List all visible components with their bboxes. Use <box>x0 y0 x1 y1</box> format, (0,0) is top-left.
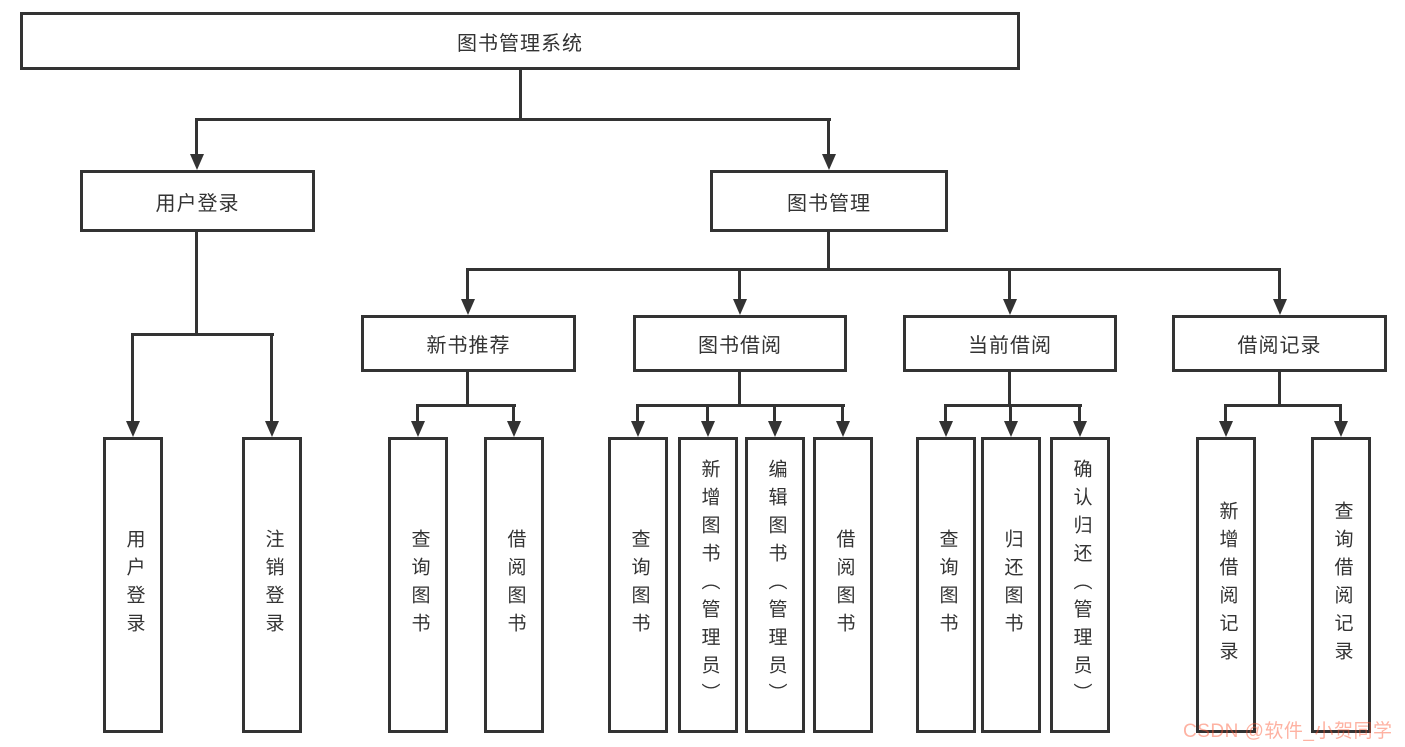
node-new-book-recommend-label: 新书推荐 <box>426 335 511 357</box>
leaf-query-borrow-record-label: 查询借阅记录 <box>1331 501 1353 669</box>
arrow-down-icon <box>822 154 836 170</box>
leaf-confirm-return-admin-label: 确认归还（管理员） <box>1070 459 1092 711</box>
node-new-book-recommend: 新书推荐 <box>361 315 576 372</box>
node-root-label: 图书管理系统 <box>457 32 583 55</box>
connector-line <box>636 404 639 423</box>
arrow-down-icon <box>701 421 715 437</box>
watermark: CSDN @软件_小贺同学 <box>1183 721 1393 742</box>
connector-line <box>416 404 419 423</box>
node-current-borrow: 当前借阅 <box>903 315 1117 372</box>
leaf-borrow-books-recommend: 借阅图书 <box>484 437 544 733</box>
connector-line <box>773 404 776 423</box>
arrow-down-icon <box>836 421 850 437</box>
arrow-down-icon <box>126 421 140 437</box>
node-user-login: 用户登录 <box>80 170 315 232</box>
arrow-down-icon <box>733 299 747 315</box>
connector-line <box>1224 404 1342 407</box>
arrow-down-icon <box>1273 299 1287 315</box>
connector-line <box>196 118 831 121</box>
leaf-add-book-admin: 新增图书（管理员） <box>678 437 738 733</box>
arrow-down-icon <box>631 421 645 437</box>
arrow-down-icon <box>461 299 475 315</box>
leaf-user-login-label: 用户登录 <box>123 529 145 641</box>
arrow-down-icon <box>1003 299 1017 315</box>
leaf-add-borrow-record: 新增借阅记录 <box>1196 437 1256 733</box>
leaf-query-books-recommend-label: 查询图书 <box>408 529 430 641</box>
node-current-borrow-label: 当前借阅 <box>968 335 1052 357</box>
arrow-down-icon <box>1334 421 1348 437</box>
node-borrow-records: 借阅记录 <box>1172 315 1387 372</box>
leaf-query-borrow-record: 查询借阅记录 <box>1311 437 1371 733</box>
leaf-borrow-books-borrow: 借阅图书 <box>813 437 873 733</box>
connector-line <box>195 232 198 335</box>
leaf-logout-label: 注销登录 <box>262 529 284 641</box>
node-book-borrow: 图书借阅 <box>633 315 847 372</box>
leaf-edit-book-admin: 编辑图书（管理员） <box>745 437 805 733</box>
arrow-down-icon <box>190 154 204 170</box>
connector-line <box>1078 404 1081 423</box>
connector-line <box>841 404 844 423</box>
arrow-down-icon <box>1073 421 1087 437</box>
leaf-query-books-borrow-label: 查询图书 <box>628 529 650 641</box>
arrow-down-icon <box>939 421 953 437</box>
connector-line <box>195 118 198 156</box>
node-user-login-label: 用户登录 <box>155 192 240 215</box>
leaf-confirm-return-admin: 确认归还（管理员） <box>1050 437 1110 733</box>
node-root: 图书管理系统 <box>20 12 1020 70</box>
arrow-down-icon <box>411 421 425 437</box>
connector-line <box>512 404 515 423</box>
connector-line <box>466 372 469 406</box>
arrow-down-icon <box>1219 421 1233 437</box>
connector-line <box>1224 404 1227 423</box>
connector-line <box>131 333 134 422</box>
arrow-down-icon <box>1004 421 1018 437</box>
connector-line <box>1278 268 1281 301</box>
connector-line <box>1008 372 1011 406</box>
leaf-query-books-current: 查询图书 <box>916 437 976 733</box>
connector-line <box>827 232 830 270</box>
leaf-return-books-label: 归还图书 <box>1001 529 1023 641</box>
node-book-management-label: 图书管理 <box>787 192 871 215</box>
leaf-add-book-admin-label: 新增图书（管理员） <box>698 459 720 711</box>
connector-line <box>270 333 273 422</box>
connector-line <box>706 404 709 423</box>
leaf-user-login: 用户登录 <box>103 437 163 733</box>
arrow-down-icon <box>768 421 782 437</box>
arrow-down-icon <box>265 421 279 437</box>
leaf-query-books-current-label: 查询图书 <box>936 529 958 641</box>
connector-line <box>827 118 830 156</box>
leaf-edit-book-admin-label: 编辑图书（管理员） <box>765 459 787 711</box>
connector-line <box>1008 268 1011 301</box>
connector-line <box>1278 372 1281 406</box>
connector-line <box>944 404 1082 407</box>
connector-line <box>738 372 741 406</box>
connector-line <box>519 70 522 120</box>
connector-line <box>944 404 947 423</box>
connector-line <box>738 268 741 301</box>
leaf-query-books-recommend: 查询图书 <box>388 437 448 733</box>
connector-line <box>1339 404 1342 423</box>
connector-line <box>1009 404 1012 423</box>
leaf-return-books: 归还图书 <box>981 437 1041 733</box>
node-book-management: 图书管理 <box>710 170 948 232</box>
leaf-borrow-books-recommend-label: 借阅图书 <box>504 529 526 641</box>
leaf-add-borrow-record-label: 新增借阅记录 <box>1216 501 1238 669</box>
leaf-borrow-books-borrow-label: 借阅图书 <box>833 529 855 641</box>
connector-line <box>416 404 516 407</box>
node-borrow-records-label: 借阅记录 <box>1237 335 1322 357</box>
leaf-query-books-borrow: 查询图书 <box>608 437 668 733</box>
node-book-borrow-label: 图书借阅 <box>698 335 782 357</box>
leaf-logout: 注销登录 <box>242 437 302 733</box>
connector-line <box>131 333 274 336</box>
arrow-down-icon <box>507 421 521 437</box>
connector-line <box>466 268 1281 271</box>
connector-line <box>636 404 845 407</box>
connector-line <box>466 268 469 301</box>
